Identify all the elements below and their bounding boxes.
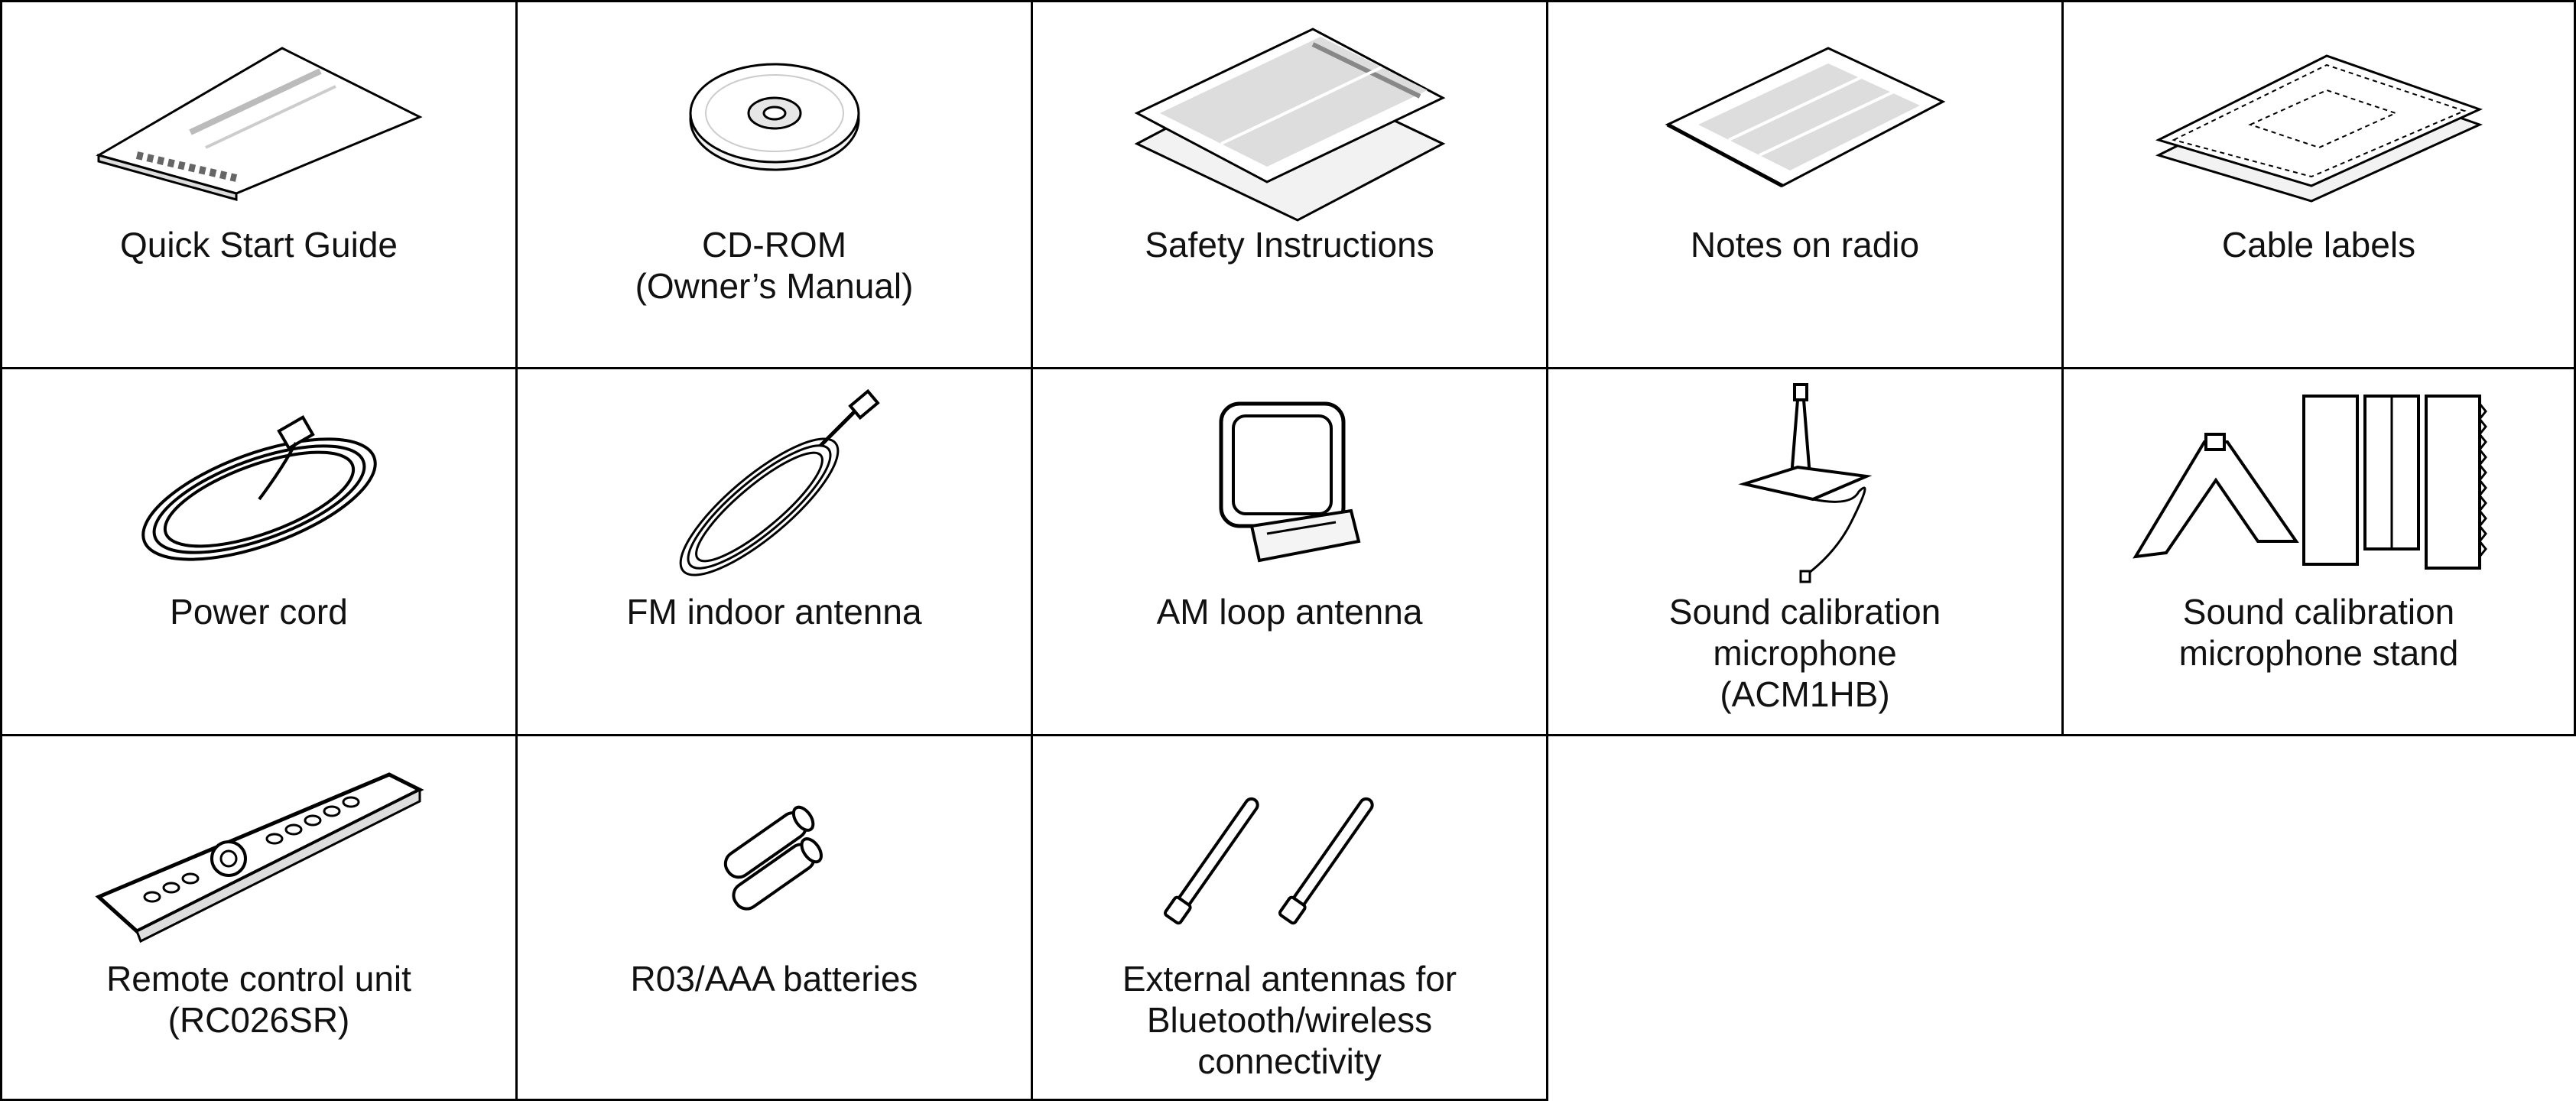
accessory-label: CD-ROM (Owner’s Manual)	[635, 225, 914, 306]
accessory-cell-microphone-stand: Sound calibration microphone stand	[2061, 367, 2576, 736]
accessory-cell-safety-instructions: Safety Instructions	[1031, 0, 1548, 369]
accessory-cell-am-loop-antenna: AM loop antenna	[1031, 367, 1548, 736]
safety-instructions-icon	[1134, 28, 1445, 222]
accessory-label: Quick Start Guide	[119, 225, 398, 265]
accessory-label: Remote control unit (RC026SR)	[106, 959, 411, 1040]
accessory-label: Power cord	[170, 592, 348, 632]
accessory-label: External antennas for Bluetooth/wireless…	[1122, 959, 1457, 1081]
cd-rom-icon	[689, 63, 859, 171]
power-cord-icon	[141, 415, 377, 561]
sound-calibration-microphone-icon	[1737, 383, 1872, 583]
external-antennas-icon	[1163, 797, 1374, 925]
microphone-stand-icon	[2132, 395, 2487, 570]
quick-start-guide-icon	[95, 47, 423, 201]
accessory-label: FM indoor antenna	[626, 592, 922, 632]
accessory-cell-cd-rom: CD-ROM (Owner’s Manual)	[515, 0, 1033, 369]
am-loop-antenna-icon	[1219, 401, 1360, 563]
accessory-cell-fm-indoor-antenna: FM indoor antenna	[515, 367, 1033, 736]
accessory-label: Notes on radio	[1690, 225, 1920, 265]
accessory-cell-remote-control: Remote control unit (RC026SR)	[0, 734, 518, 1101]
accessory-label: Safety Instructions	[1145, 225, 1434, 265]
accessory-cell-sound-calibration-microphone: Sound calibration microphone (ACM1HB)	[1546, 367, 2064, 736]
notes-on-radio-icon	[1665, 47, 1945, 188]
accessory-cell-external-antennas: External antennas for Bluetooth/wireless…	[1031, 734, 1548, 1101]
batteries-icon	[723, 805, 823, 911]
accessory-cell-quick-start-guide: Quick Start Guide	[0, 0, 518, 369]
accessory-cell-cable-labels: Cable labels	[2061, 0, 2576, 369]
accessory-label: Sound calibration microphone (ACM1HB)	[1668, 592, 1941, 714]
accessory-label: R03/AAA batteries	[630, 959, 918, 999]
accessory-cell-notes-on-radio: Notes on radio	[1546, 0, 2064, 369]
accessory-label: Sound calibration microphone stand	[2178, 592, 2459, 673]
accessory-label: AM loop antenna	[1156, 592, 1423, 632]
fm-indoor-antenna-icon	[679, 388, 880, 576]
accessory-label: Cable labels	[2221, 225, 2416, 265]
cable-labels-icon	[2155, 54, 2483, 203]
accessory-cell-power-cord: Power cord	[0, 367, 518, 736]
accessory-cell-batteries: R03/AAA batteries	[515, 734, 1033, 1101]
remote-control-icon	[94, 772, 424, 943]
